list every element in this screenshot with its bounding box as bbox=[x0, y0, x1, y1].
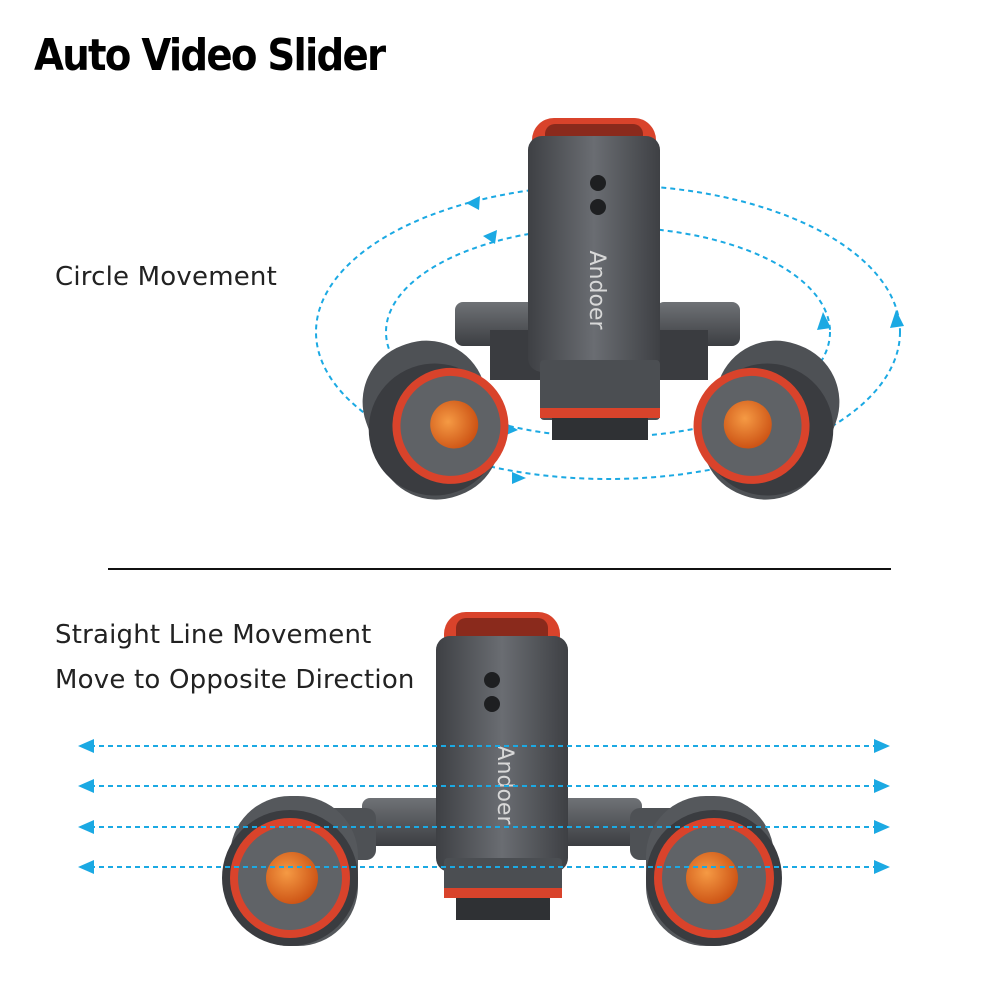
arrow-right-icon bbox=[874, 820, 890, 834]
opposite-direction-label: Move to Opposite Direction bbox=[55, 665, 415, 695]
arrow-left-icon bbox=[78, 860, 94, 874]
arrow-right-icon bbox=[874, 860, 890, 874]
arrow-right-icon bbox=[874, 779, 890, 793]
brand-logo: Andoer bbox=[584, 251, 609, 331]
slider-dolly-top: Andoer bbox=[362, 118, 840, 500]
page-title: Auto Video Slider bbox=[34, 30, 386, 81]
straight-movement-label: Straight Line Movement bbox=[55, 620, 372, 650]
circle-movement-illustration: Andoer bbox=[315, 118, 904, 500]
arrow-left-icon bbox=[78, 820, 94, 834]
circle-movement-label: Circle Movement bbox=[55, 262, 277, 292]
arrow-right-icon bbox=[466, 196, 904, 484]
arrow-right-icon bbox=[874, 739, 890, 753]
arrow-left-icon bbox=[78, 739, 94, 753]
section-divider bbox=[108, 568, 891, 570]
straight-movement-illustration: Andoer bbox=[78, 612, 890, 946]
arrow-left-icon bbox=[78, 779, 94, 793]
